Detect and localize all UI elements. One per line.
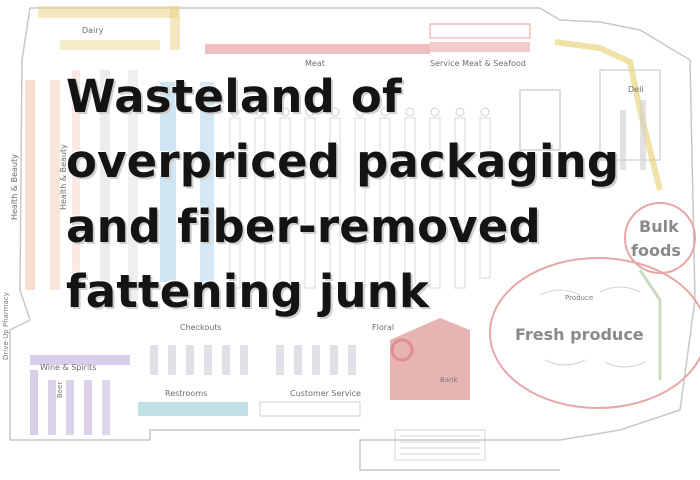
label-produce: Produce	[565, 294, 593, 302]
label-deli: Deli	[628, 85, 644, 94]
label-bank: Bank	[440, 376, 459, 384]
bulk-foods-zone: Bulk foods	[624, 202, 696, 274]
meat-zone: Meat Service Meat & Seafood	[205, 23, 531, 68]
label-restrooms: Restrooms	[165, 389, 207, 398]
dairy-zone: Dairy	[38, 6, 180, 50]
label-beer: Beer	[56, 382, 64, 398]
health-beauty-zone: Health & Beauty Health & Beauty Drive-Up…	[2, 70, 80, 360]
restroom-service-zone: Restrooms Customer Service	[138, 389, 361, 417]
center-aisles	[100, 70, 491, 300]
label-service-meat: Service Meat & Seafood	[430, 59, 526, 68]
label-dairy: Dairy	[82, 26, 104, 35]
produce-zone: Produce Fresh produce	[489, 257, 700, 409]
headline-line-1: Wasteland of	[66, 70, 402, 123]
deli-zone: Deli	[554, 39, 663, 191]
label-drive-up-pharmacy: Drive-Up Pharmacy	[2, 292, 10, 360]
label-fresh-produce: Fresh produce	[515, 325, 644, 344]
label-bulk: Bulk	[639, 217, 679, 236]
headline-line-2: overpriced packaging	[66, 135, 620, 188]
label-meat: Meat	[305, 59, 325, 68]
headline-line-3: and fiber-removed	[66, 200, 541, 253]
headline-overlay: Wasteland of overpriced packaging and fi…	[66, 64, 626, 324]
label-checkouts: Checkouts	[180, 323, 222, 332]
checkout-zone: Checkouts Floral	[150, 323, 394, 375]
bank-zone: Bank	[390, 318, 486, 461]
label-health-beauty: Health & Beauty	[10, 154, 19, 220]
label-customer-service: Customer Service	[290, 389, 361, 398]
headline-line-4: fattening junk	[66, 265, 430, 318]
label-wine-spirits: Wine & Spirits	[40, 363, 96, 372]
label-foods: foods	[631, 241, 681, 260]
label-health-beauty-2: Health & Beauty	[59, 144, 68, 210]
label-floral: Floral	[372, 323, 394, 332]
wine-spirits-zone: Wine & Spirits Beer	[30, 355, 130, 435]
